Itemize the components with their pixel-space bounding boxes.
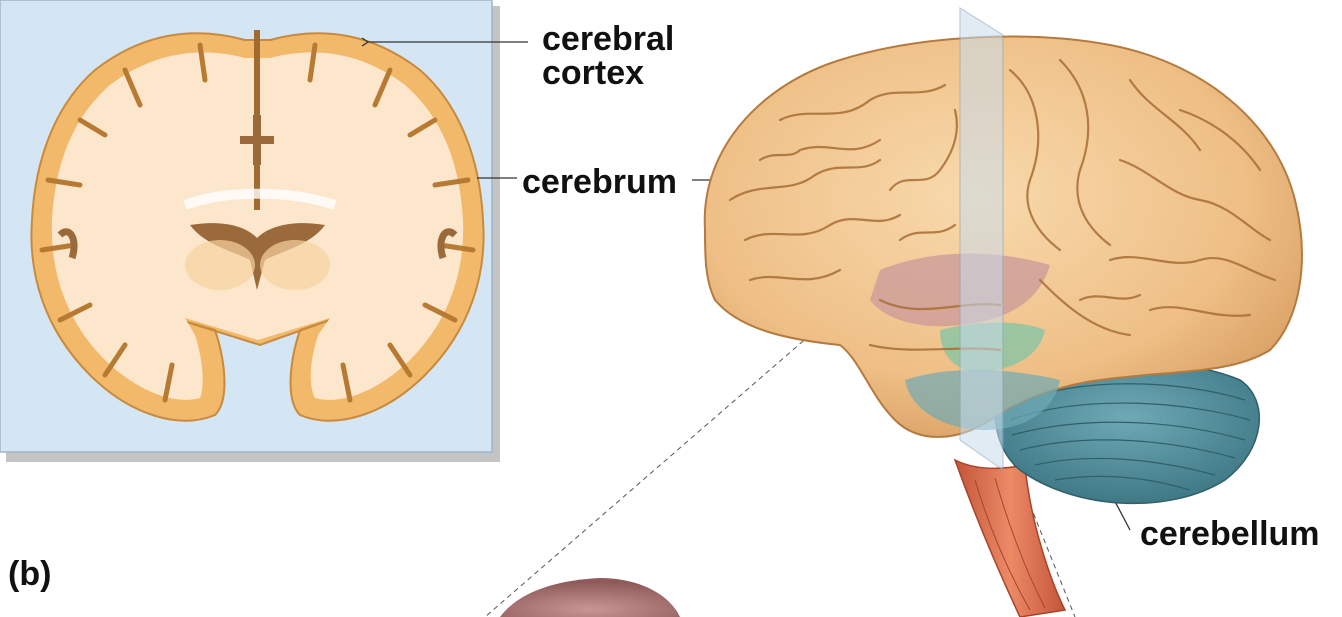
zoomed-brain-detail <box>500 578 680 617</box>
cerebral-cortex-label-line1: cerebral <box>542 22 674 56</box>
cerebral-cortex-label-line2: cortex <box>542 56 674 90</box>
coronal-section-panel <box>0 0 500 462</box>
cerebellum-label: cerebellum <box>1140 517 1320 551</box>
panel-label: (b) <box>8 557 51 591</box>
cerebrum-label: cerebrum <box>522 165 677 199</box>
coronal-section-plane <box>960 8 1003 470</box>
cerebral-cortex-label: cerebral cortex <box>542 22 674 90</box>
